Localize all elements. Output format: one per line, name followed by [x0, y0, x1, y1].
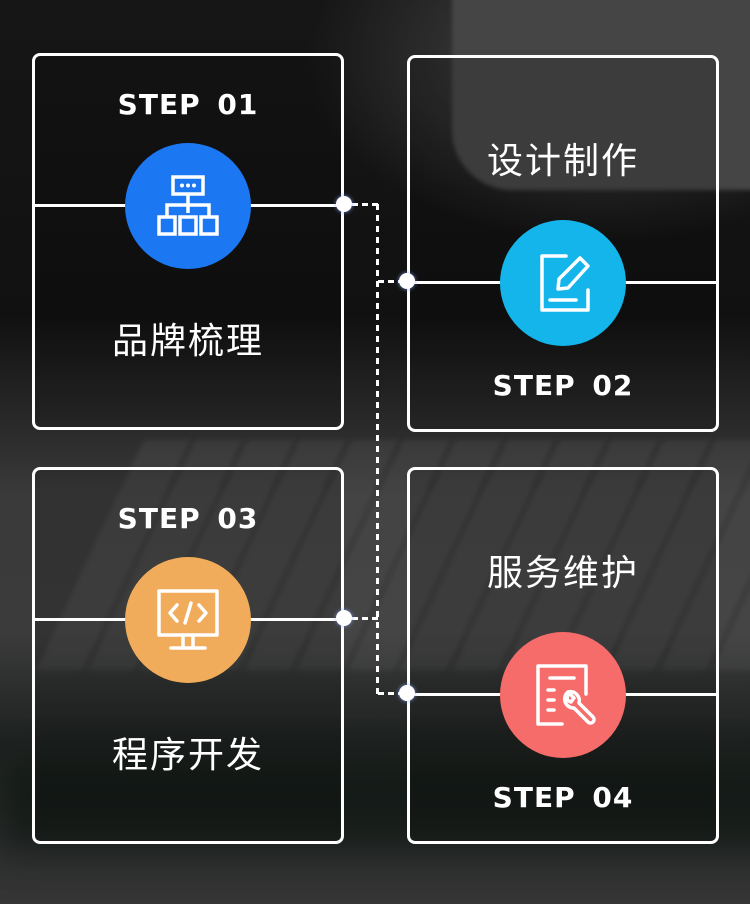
step-icon-circle: [500, 220, 626, 346]
connector-dot: [399, 685, 415, 701]
step-title: 设计制作: [486, 141, 639, 182]
step-label: STEP 04: [492, 781, 634, 814]
background-monitor: [452, 0, 750, 190]
step-label: STEP 01: [117, 88, 259, 121]
connector-dash: [378, 692, 402, 695]
step-card-3: STEP 03 程序开发: [32, 467, 344, 844]
step-label: STEP 02: [492, 369, 634, 402]
step-card-4: 服务维护 STEP 04: [407, 467, 719, 844]
step-card-2: 设计制作 STEP 02: [407, 55, 719, 432]
connector-dash: [352, 617, 378, 620]
connector-dot: [336, 610, 352, 626]
step-title: 服务维护: [486, 553, 639, 594]
sitemap-icon: [157, 175, 219, 236]
connector-dot: [399, 273, 415, 289]
connector-dash-vertical: [376, 204, 379, 694]
step-title: 品牌梳理: [111, 321, 264, 362]
edit-document-icon: [540, 254, 590, 312]
background-shadow: [0, 760, 750, 850]
step-title: 程序开发: [111, 735, 264, 776]
code-monitor-icon: [157, 589, 219, 650]
step-icon-circle: [500, 632, 626, 758]
step-label: STEP 03: [117, 502, 259, 535]
step-icon-circle: [125, 143, 251, 269]
connector-dash: [352, 203, 378, 206]
document-wrench-icon: [536, 664, 596, 726]
step-icon-circle: [125, 557, 251, 683]
step-card-1: STEP 01 品牌梳理: [32, 53, 344, 430]
connector-dash: [378, 280, 402, 283]
connector-dot: [336, 196, 352, 212]
